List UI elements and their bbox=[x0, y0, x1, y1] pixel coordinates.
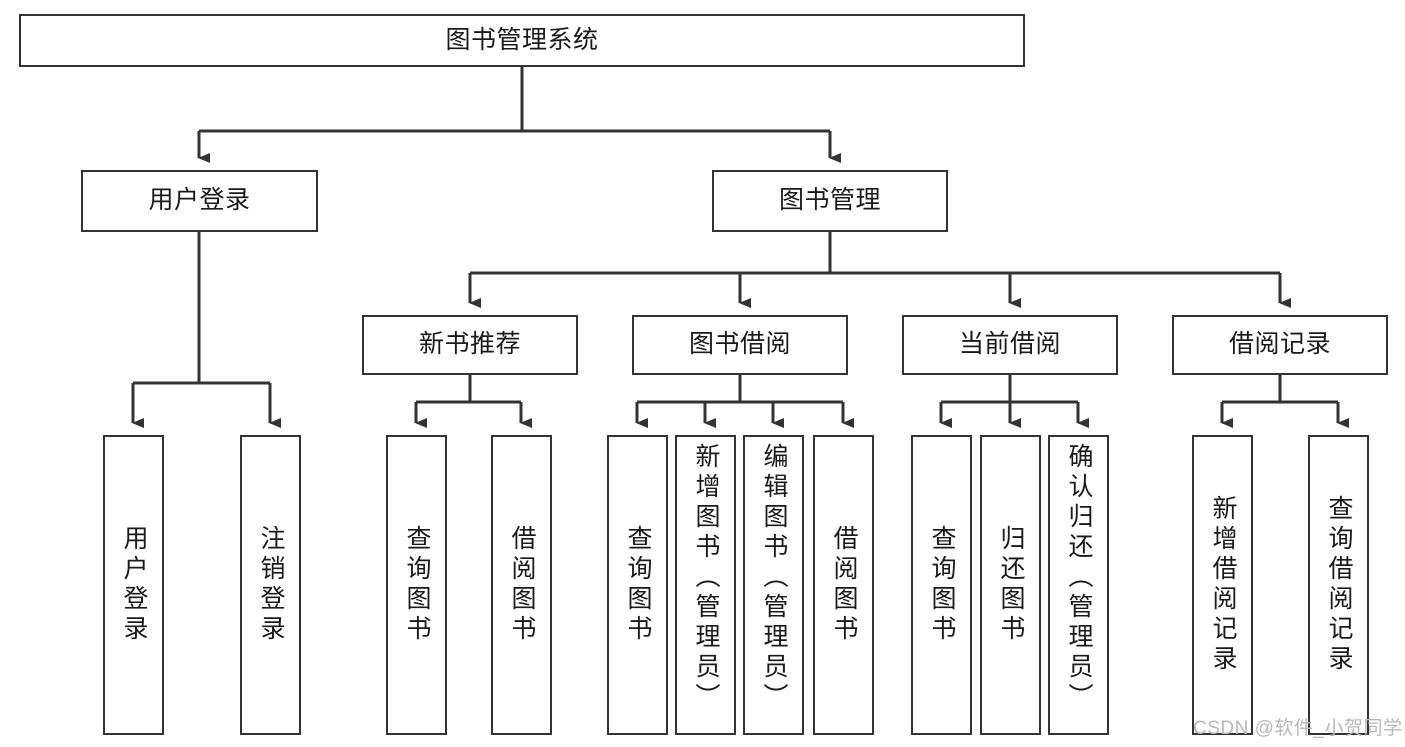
node-leaf-borrow-book[interactable]: 借阅图书 bbox=[813, 435, 874, 735]
node-label: 新增借阅记录 bbox=[1209, 495, 1237, 675]
edges-current-borrow-to-leaves bbox=[939, 375, 1089, 428]
node-leaf-add-book-admin[interactable]: 新增图书（管理员） bbox=[675, 435, 736, 735]
node-label: 确认归还（管理员） bbox=[1065, 443, 1093, 713]
node-leaf-confirm-return-admin[interactable]: 确认归还（管理员） bbox=[1048, 435, 1109, 735]
node-label: 图书管理系统 bbox=[445, 25, 599, 54]
node-leaf-return-book[interactable]: 归还图书 bbox=[980, 435, 1041, 735]
node-label: 借阅记录 bbox=[1228, 330, 1331, 359]
node-label: 图书管理 bbox=[778, 186, 881, 215]
node-label: 用户登录 bbox=[148, 186, 251, 215]
node-label: 借阅图书 bbox=[830, 525, 858, 645]
edges-book-manage-to-level3 bbox=[468, 232, 1291, 308]
node-label: 新增图书（管理员） bbox=[692, 443, 720, 713]
edges-book-borrow-to-leaves bbox=[635, 375, 854, 428]
node-root-book-management-system[interactable]: 图书管理系统 bbox=[19, 14, 1025, 67]
node-label: 注销登录 bbox=[257, 525, 285, 645]
node-leaf-add-borrow-record[interactable]: 新增借阅记录 bbox=[1192, 435, 1253, 735]
edges-new-book-recommend-to-leaves bbox=[414, 375, 532, 428]
node-leaf-query-borrow-record[interactable]: 查询借阅记录 bbox=[1308, 435, 1369, 735]
node-label: 查询图书 bbox=[928, 525, 956, 645]
node-leaf-query-book-current[interactable]: 查询图书 bbox=[911, 435, 972, 735]
node-borrow-record[interactable]: 借阅记录 bbox=[1172, 315, 1388, 375]
node-leaf-query-book-borrow[interactable]: 查询图书 bbox=[607, 435, 668, 735]
node-label: 归还图书 bbox=[997, 525, 1025, 645]
edges-user-login-to-leaves bbox=[131, 232, 281, 428]
csdn-watermark: CSDN @软件_小贺同学 bbox=[1193, 718, 1403, 739]
edges-root-to-level2 bbox=[197, 67, 841, 163]
node-leaf-query-book-recommend[interactable]: 查询图书 bbox=[386, 435, 447, 735]
node-book-borrow[interactable]: 图书借阅 bbox=[632, 315, 848, 375]
node-label: 当前借阅 bbox=[958, 330, 1061, 359]
node-leaf-user-login[interactable]: 用户登录 bbox=[103, 435, 164, 735]
node-new-book-recommend[interactable]: 新书推荐 bbox=[362, 315, 578, 375]
node-book-management[interactable]: 图书管理 bbox=[712, 170, 948, 232]
node-label: 查询图书 bbox=[624, 525, 652, 645]
node-leaf-edit-book-admin[interactable]: 编辑图书（管理员） bbox=[743, 435, 804, 735]
node-label: 用户登录 bbox=[120, 525, 148, 645]
node-label: 查询借阅记录 bbox=[1325, 495, 1353, 675]
node-leaf-borrow-book-recommend[interactable]: 借阅图书 bbox=[491, 435, 552, 735]
node-label: 编辑图书（管理员） bbox=[760, 443, 788, 713]
node-user-login[interactable]: 用户登录 bbox=[81, 170, 318, 232]
node-current-borrow[interactable]: 当前借阅 bbox=[902, 315, 1118, 375]
node-leaf-logout-login[interactable]: 注销登录 bbox=[240, 435, 301, 735]
node-label: 查询图书 bbox=[403, 525, 431, 645]
node-label: 新书推荐 bbox=[418, 330, 521, 359]
node-label: 借阅图书 bbox=[508, 525, 536, 645]
node-label: 图书借阅 bbox=[688, 330, 791, 359]
edges-borrow-record-to-leaves bbox=[1220, 375, 1349, 428]
